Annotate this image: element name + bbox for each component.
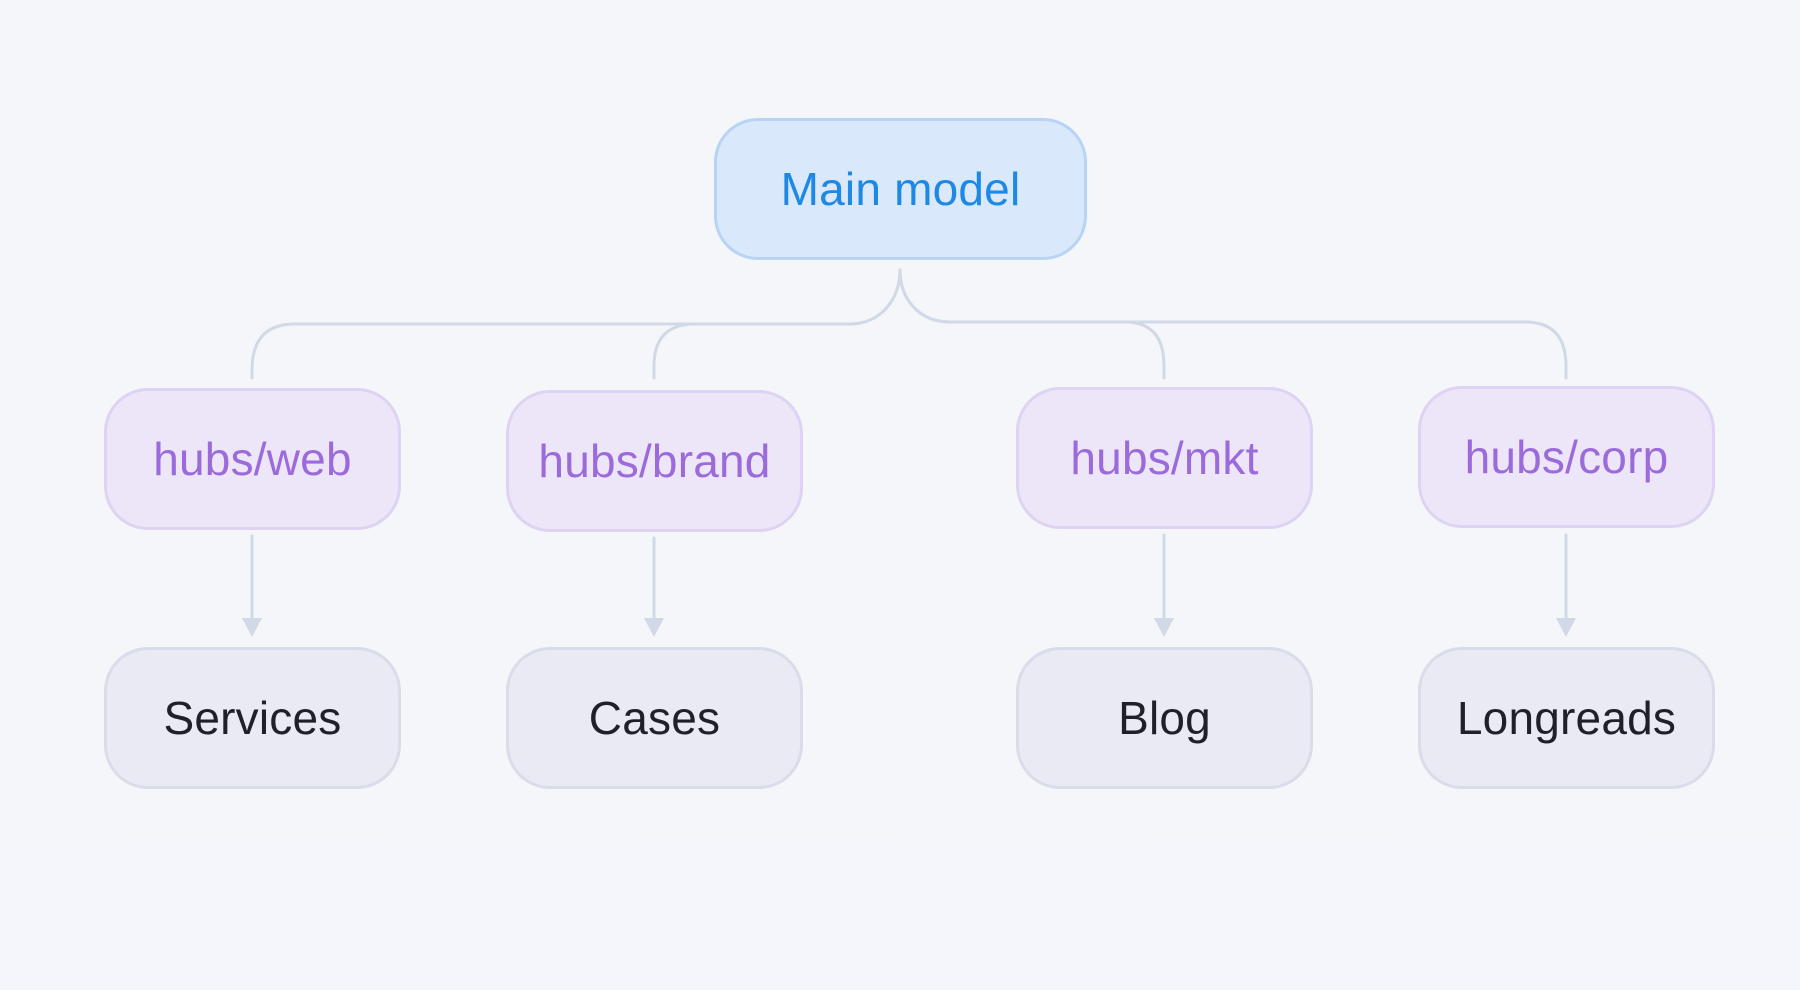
connector-root-to-hubs-brand [652, 268, 902, 380]
hub-node-corp: hubs/corp [1418, 386, 1715, 528]
leaf-node-blog: Blog [1016, 647, 1313, 789]
arrowhead-cases [644, 618, 664, 637]
leaf-node-longreads: Longreads [1418, 647, 1715, 789]
connector-root-to-hubs-corp [898, 268, 1568, 380]
leaf-node-cases: Cases [506, 647, 803, 789]
main-model-node: Main model [714, 118, 1087, 260]
leaf-node-services: Services [104, 647, 401, 789]
arrowhead-services [242, 618, 262, 637]
hub-node-web: hubs/web [104, 388, 401, 530]
arrowhead-blog [1154, 618, 1174, 637]
connector-root-to-hubs-mkt [898, 268, 1166, 380]
hub-node-brand: hubs/brand [506, 390, 803, 532]
hub-node-mkt: hubs/mkt [1016, 387, 1313, 529]
arrowhead-longreads [1556, 618, 1576, 637]
